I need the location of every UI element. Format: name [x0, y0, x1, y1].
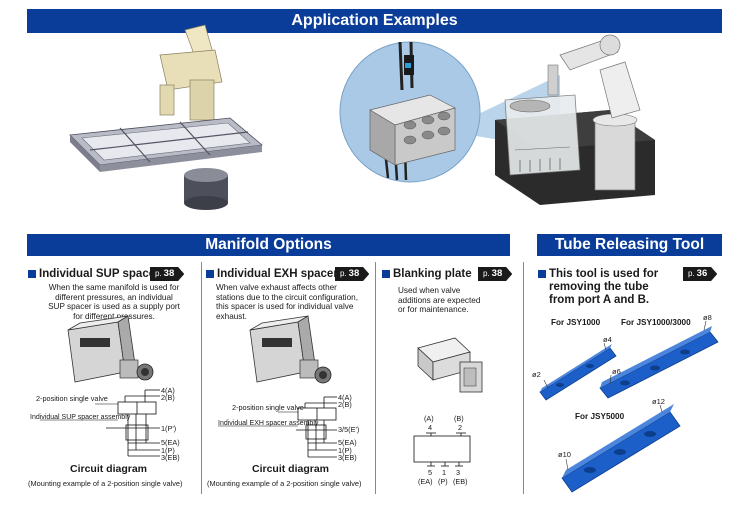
bullet-square-icon: [206, 270, 214, 278]
page-ref-badge[interactable]: p.38: [478, 267, 513, 281]
divider: [375, 262, 376, 494]
port-number: 2: [458, 423, 463, 432]
port-label: (P): [438, 477, 448, 486]
port-label: (A): [424, 414, 434, 423]
application-examples-header: Application Examples: [27, 9, 722, 33]
tube-tool-heading: This tool is used for removing the tube …: [538, 268, 658, 307]
blanking-plate-heading: Blanking plate: [382, 268, 472, 280]
exh-spacer-heading: Individual EXH spacer: [206, 268, 338, 280]
page-ref-badge[interactable]: p.38: [335, 267, 370, 281]
port-label: 1(P): [161, 446, 175, 455]
valve-label: 2-position single valve: [36, 394, 108, 403]
port-number: 3: [456, 468, 461, 477]
bullet-square-icon: [28, 270, 36, 278]
port-label: 4(A): [338, 393, 352, 402]
assembly-label: Individual EXH spacer assembly: [218, 420, 319, 427]
port-label: 4(A): [161, 386, 175, 395]
port-label: (EB): [453, 477, 468, 486]
page-ref-badge[interactable]: p.36: [683, 267, 718, 281]
dim-label: ø2: [532, 370, 541, 379]
divider: [201, 262, 202, 494]
assembly-label: Individual SUP spacer assembly: [30, 414, 131, 421]
tool-label-jsy1000-3000: For JSY1000/3000: [621, 318, 691, 327]
port-label: 2(B): [161, 393, 175, 402]
tool-label-jsy1000: For JSY1000: [551, 318, 601, 327]
circuit-diagram-caption: Circuit diagram: [70, 463, 148, 475]
bullet-square-icon: [538, 270, 546, 278]
port-label: 5(EA): [161, 438, 180, 447]
dim-label: ø10: [558, 450, 571, 459]
port-label: (EA): [418, 477, 433, 486]
port-number: 5: [428, 468, 433, 477]
valve-label: 2-position single valve: [232, 403, 304, 412]
bullet-square-icon: [382, 270, 390, 278]
page-ref-badge[interactable]: p.38: [150, 267, 185, 281]
divider: [523, 262, 524, 494]
port-label: 3(EB): [338, 453, 357, 462]
manifold-closeup-bubble: [339, 41, 560, 183]
tool-label-jsy5000: For JSY5000: [575, 412, 625, 421]
mounting-note: (Mounting example of a 2-position single…: [28, 479, 183, 488]
articulated-robot-illustration: [495, 34, 655, 205]
port-label: 2(B): [338, 400, 352, 409]
port-label: 5(EA): [338, 438, 357, 447]
port-label: 3(EB): [161, 453, 180, 462]
gantry-robot-illustration: [69, 24, 263, 210]
port-label: 1(P'): [161, 424, 177, 433]
port-label: 1(P): [338, 446, 352, 455]
port-label: (B): [454, 414, 464, 423]
port-number: 4: [428, 423, 433, 432]
sup-spacer-heading: Individual SUP spacer: [28, 268, 160, 280]
manifold-options-header: Manifold Options: [27, 234, 510, 256]
port-label: 3/5(E'): [338, 425, 360, 434]
dim-label: ø12: [652, 397, 665, 406]
dim-label: ø8: [703, 313, 712, 322]
circuit-diagram-caption: Circuit diagram: [252, 463, 330, 475]
port-number: 1: [442, 468, 447, 477]
dim-label: ø6: [612, 367, 621, 376]
mounting-note: (Mounting example of a 2-position single…: [207, 479, 362, 488]
dim-label: ø4: [603, 335, 612, 344]
tube-releasing-tool-header: Tube Releasing Tool: [537, 234, 722, 256]
